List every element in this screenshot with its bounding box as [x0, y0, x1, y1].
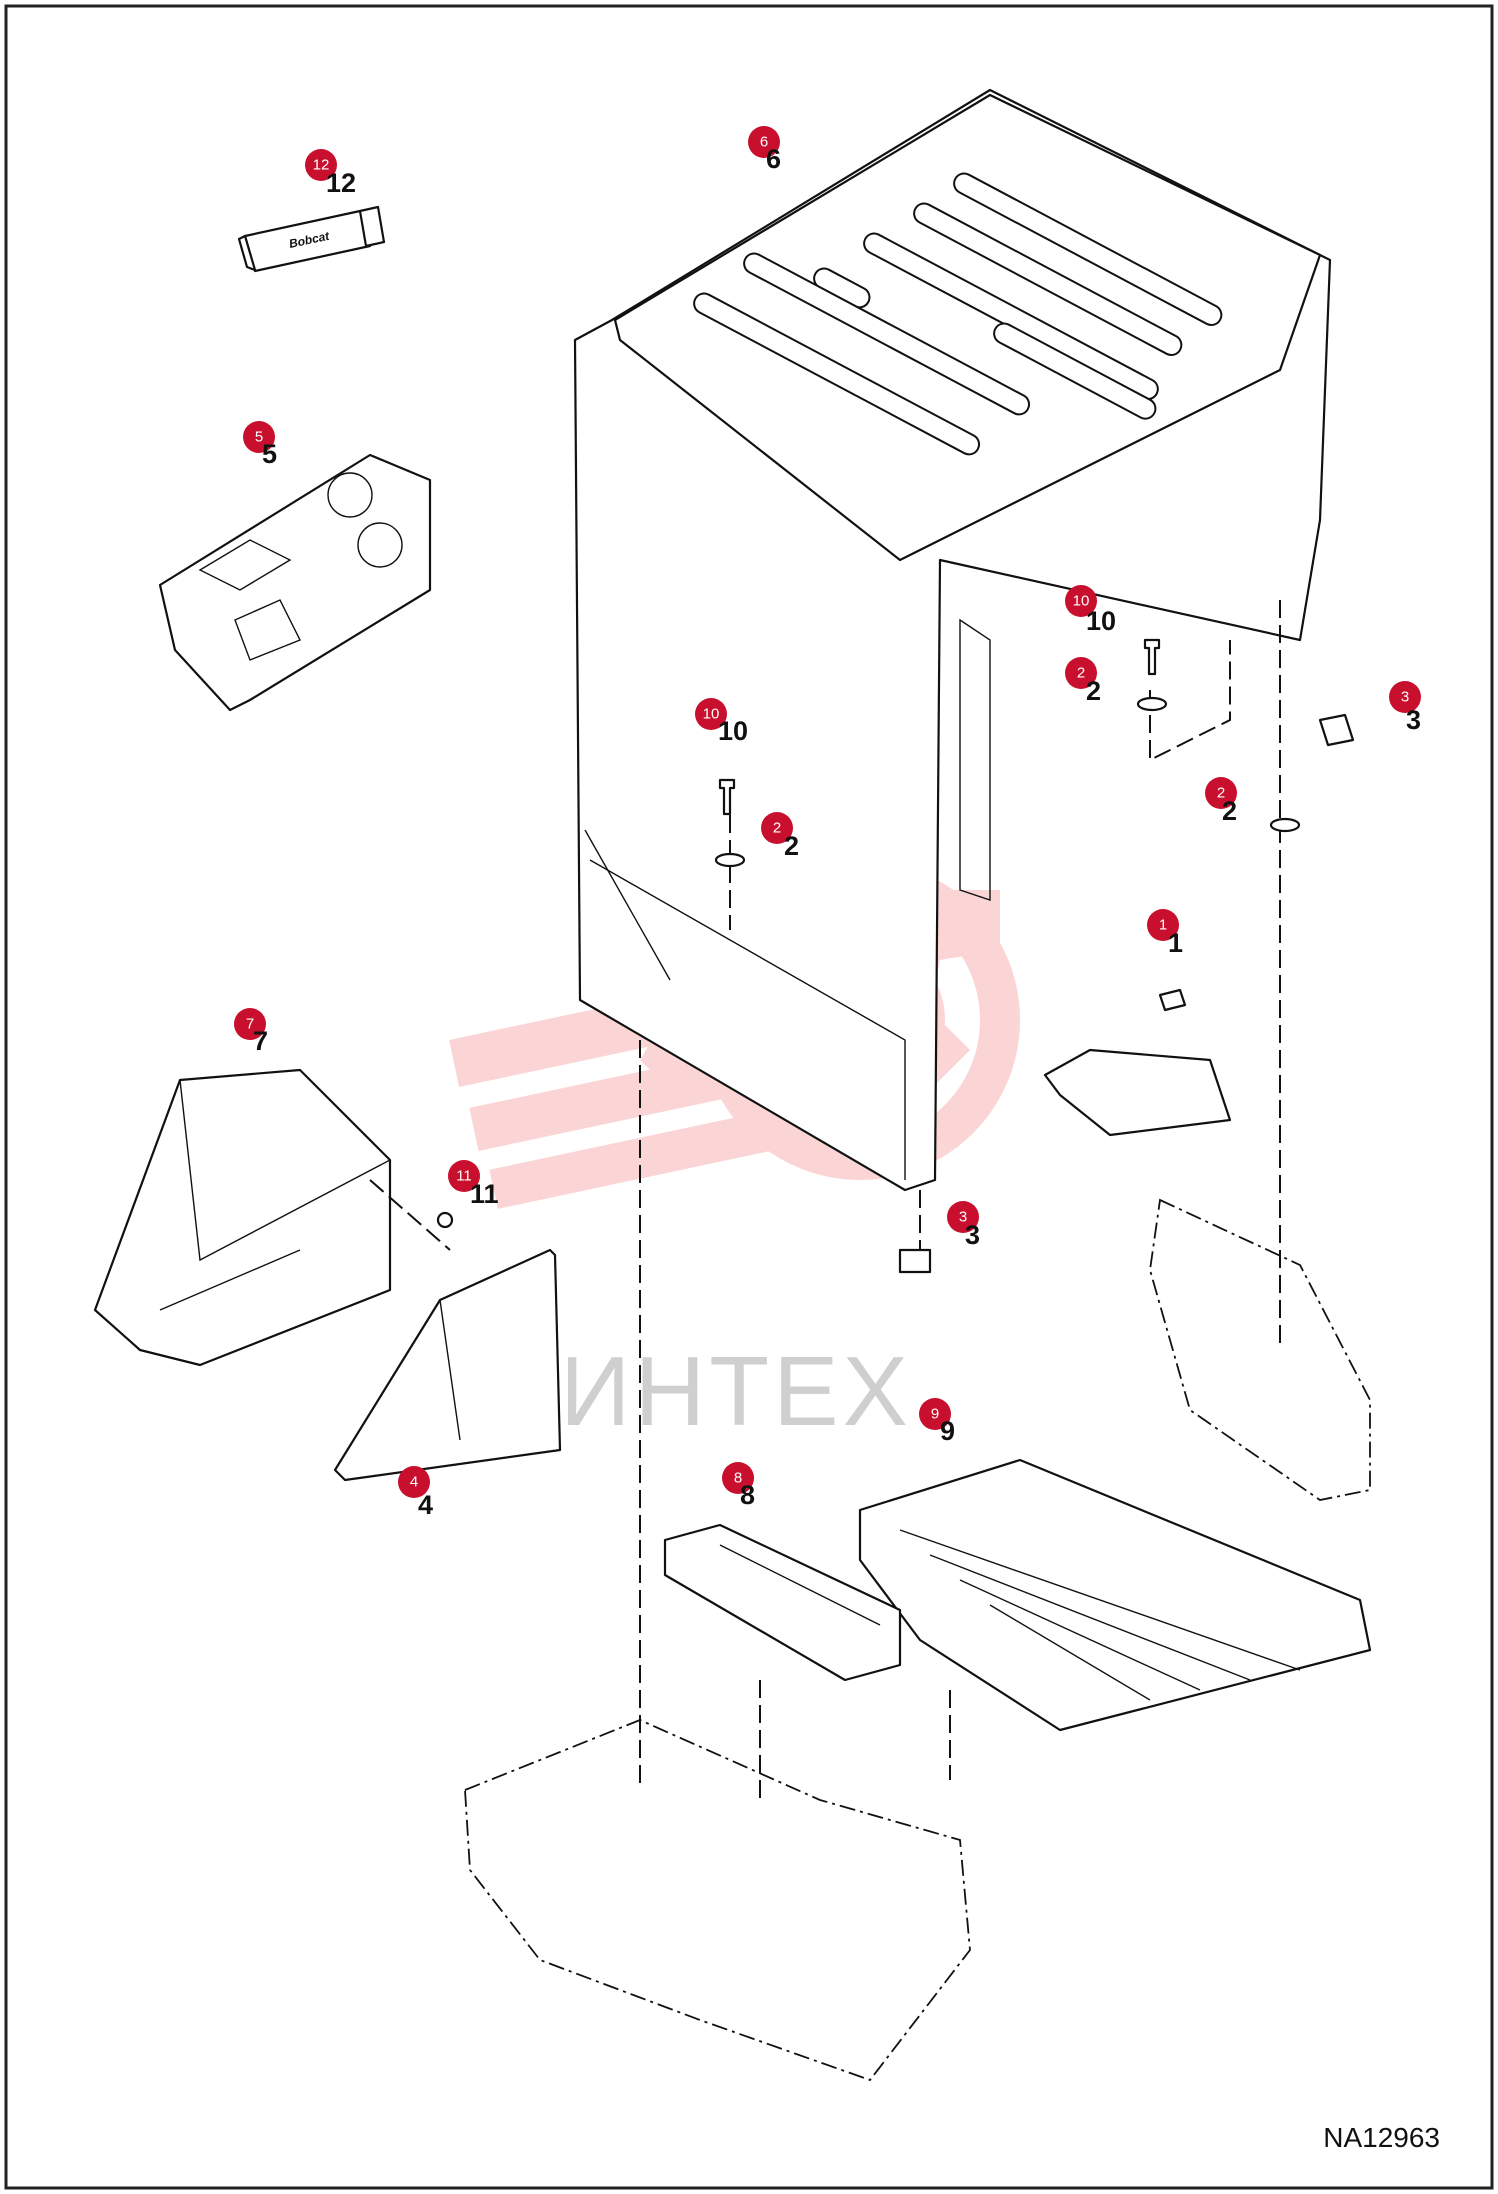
side-panel-part [93, 1068, 392, 1367]
diagram-frame [4, 4, 1494, 2190]
bracket-part [1043, 988, 1232, 1137]
label-2c: 2 [1222, 796, 1237, 826]
callout-8: 8 [722, 1462, 754, 1494]
callout-4: 4 [398, 1466, 430, 1498]
canopy-frame-part [573, 88, 1332, 1192]
svg-text:9: 9 [931, 1406, 939, 1423]
drawing-number: NA12963 [1323, 2122, 1440, 2153]
label-5: 5 [262, 439, 277, 469]
svg-text:10: 10 [703, 706, 720, 723]
svg-text:12: 12 [313, 157, 330, 174]
callout-10b: 10 [1065, 585, 1097, 617]
callout-2c: 2 [1205, 777, 1237, 809]
svg-text:2: 2 [1077, 665, 1085, 682]
assembly-guide-lines [369, 600, 1281, 1800]
part-number-labels: 12 6 5 10 2 3 10 2 2 1 7 11 3 4 9 8 [253, 144, 1421, 1520]
label-3b: 3 [965, 1220, 980, 1250]
svg-text:3: 3 [959, 1209, 967, 1226]
label-8: 8 [740, 1480, 755, 1510]
svg-text:10: 10 [1073, 593, 1090, 610]
callout-markers: 12 6 5 10 2 3 10 2 2 1 7 11 3 4 9 8 [234, 126, 1421, 1498]
floor-plate-part [858, 1458, 1372, 1732]
label-1: 1 [1168, 928, 1183, 958]
floor-strip-part [663, 1523, 902, 1682]
watermark-text: ИНТЕХ [560, 1336, 912, 1446]
callout-6: 6 [748, 126, 780, 158]
svg-text:2: 2 [1217, 785, 1225, 802]
label-12: 12 [326, 168, 356, 198]
label-9: 9 [940, 1416, 955, 1446]
callout-5: 5 [243, 421, 275, 453]
callout-9: 9 [919, 1398, 951, 1430]
callout-12: 12 [305, 149, 337, 181]
callout-3b: 3 [947, 1201, 979, 1233]
label-10b: 10 [1086, 606, 1116, 636]
side-frame-casting [1149, 1198, 1371, 1501]
label-4: 4 [418, 1490, 433, 1520]
callout-1: 1 [1147, 909, 1179, 941]
svg-text:8: 8 [734, 1470, 742, 1487]
label-11: 11 [470, 1179, 499, 1209]
svg-text:2: 2 [773, 820, 781, 837]
svg-text:4: 4 [410, 1474, 418, 1491]
svg-text:5: 5 [255, 429, 263, 446]
machine-main-frame [464, 1719, 971, 2082]
svg-text:7: 7 [246, 1016, 254, 1033]
svg-text:11: 11 [456, 1168, 472, 1185]
callout-2b: 2 [1065, 657, 1097, 689]
cover-panel-part [333, 1248, 562, 1482]
svg-text:3: 3 [1401, 689, 1409, 706]
callout-2a: 2 [761, 812, 793, 844]
grease-tube-part: Bobcat [237, 205, 386, 273]
callout-3a: 3 [1389, 681, 1421, 713]
label-10a: 10 [718, 716, 748, 746]
callout-10a: 10 [695, 698, 727, 730]
label-6: 6 [766, 144, 781, 174]
svg-text:1: 1 [1159, 917, 1167, 934]
svg-text:6: 6 [760, 134, 768, 151]
fastener-parts [436, 638, 1355, 1274]
label-2a: 2 [784, 831, 799, 861]
console-part [158, 453, 432, 712]
callout-7: 7 [234, 1008, 266, 1040]
label-7: 7 [253, 1026, 268, 1056]
label-2b: 2 [1086, 676, 1101, 706]
callout-11: 11 [448, 1160, 480, 1192]
label-3a: 3 [1406, 705, 1421, 735]
